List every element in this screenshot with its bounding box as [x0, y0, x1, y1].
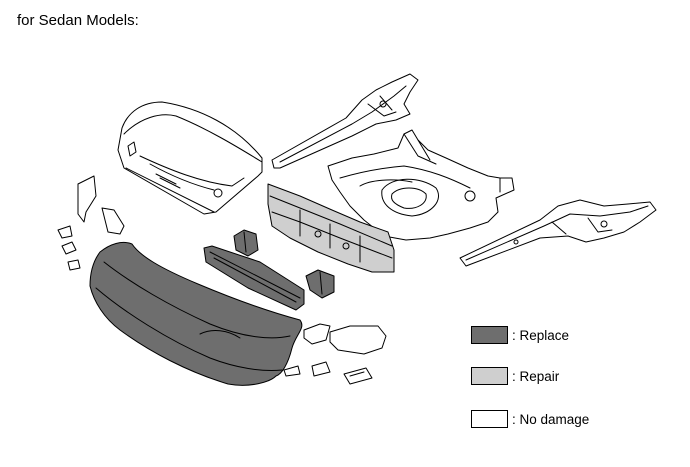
bumper-retainer-right: [305, 269, 335, 299]
reflector-right: [329, 325, 387, 355]
reflector-left-small: [101, 207, 125, 235]
legend-repair: : Repair: [471, 365, 559, 387]
back-panel-shape: [267, 183, 395, 273]
bumper-cover-shape: [89, 241, 303, 386]
reflector-left: [303, 323, 331, 345]
retainer-right-shape: [305, 269, 335, 299]
bumper-reinforcement: [203, 245, 305, 311]
legend-label-replace: : Replace: [512, 327, 570, 343]
legend-label-repair: : Repair: [512, 368, 560, 384]
legend-swatch-replace: [471, 326, 508, 344]
rear-floor-side-member-lower: [459, 199, 657, 267]
bumper-bracket-left: [57, 175, 125, 271]
reflector-right-shape: [329, 325, 387, 355]
legend-replace: : Replace: [471, 324, 569, 346]
trunk-lid-shape: [117, 101, 263, 215]
legend-swatch-no-damage: [471, 410, 508, 428]
rear-bumper-cover: [89, 241, 303, 386]
retainer-left-shape: [233, 229, 259, 257]
rear-floor-side-member-upper: [271, 73, 419, 169]
legend-no-damage: : No damage: [471, 408, 589, 430]
rear-floor-pan: [327, 129, 515, 241]
bumper-retainer-left: [233, 229, 259, 257]
legend-swatch-repair: [471, 367, 508, 385]
legend-label-no-damage: : No damage: [512, 411, 590, 427]
diagram-heading: for Sedan Models:: [17, 12, 139, 29]
bumper-bracket-right: [283, 361, 373, 385]
trunk-lid: [117, 101, 263, 215]
back-panel: [267, 183, 395, 273]
lower-member-shape: [459, 199, 657, 267]
reflector-left-shape: [303, 323, 331, 345]
side-bracket-left: [77, 175, 97, 223]
